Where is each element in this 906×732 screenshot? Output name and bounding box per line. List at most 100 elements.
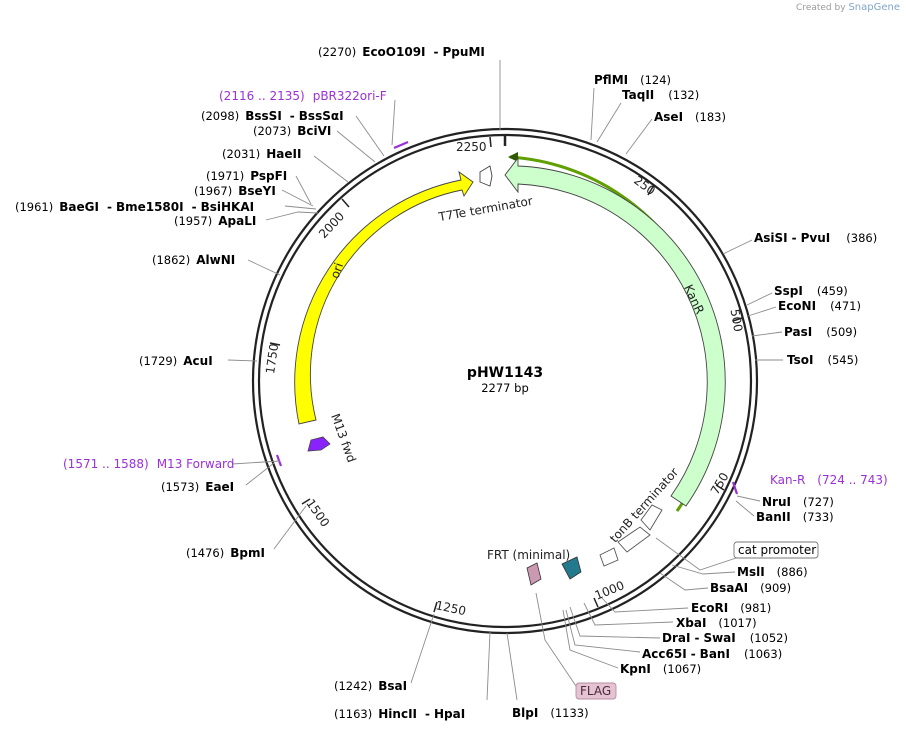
site-label-eaei: (1573)EaeI: [161, 480, 234, 494]
leader-bsssi: [355, 115, 385, 157]
tick-mark-750: [715, 484, 725, 491]
site-label-apali: (1957)ApaLI: [174, 214, 256, 228]
leader-baegi: [284, 205, 317, 210]
plasmid-name: pHW1143: [467, 365, 543, 381]
leader-bpmi: [273, 505, 307, 550]
site-label-pasi: PasI(509): [784, 325, 857, 339]
leader-drai: [569, 606, 661, 639]
frt-label: FRT (minimal): [487, 548, 570, 562]
site-label-bsssi: (2098)BssSI-BssSαI: [201, 109, 344, 123]
leader-bsai: [410, 613, 435, 684]
site-label-hincii: (1163)HincII-HpaI: [334, 707, 465, 721]
site-label-sspi: SspI(459): [774, 284, 848, 298]
tick-1250: 1250: [434, 598, 467, 618]
tick-2250: 2250: [456, 140, 487, 154]
t7te-terminator-label: T7Te terminator: [437, 194, 534, 225]
m13-fwd-feature[interactable]: [307, 436, 331, 452]
leader-banii: [735, 500, 755, 517]
leader-taqii: [596, 102, 622, 143]
leader-pspfi: [295, 175, 312, 205]
leader-alwni: [247, 259, 281, 276]
site-label-pspfi: (1971)PspFI: [206, 169, 287, 183]
leader-blpi: [506, 632, 518, 701]
flag-box: [575, 682, 617, 700]
site-labels: (2270)EcoO109I-PpuMI PflMI(124) TaqII(13…: [15, 45, 888, 721]
leader-ecori: [601, 597, 689, 613]
site-label-kpni: KpnI(1067): [620, 662, 701, 676]
tick-marks: [269, 136, 743, 613]
leader-eaei: [245, 462, 275, 486]
leader-acui: [227, 359, 258, 362]
site-label-bcivi: (2073)BciVI: [253, 124, 331, 138]
cat-promoter-label: cat promoter: [738, 543, 816, 557]
m13-fwd-label: M13 fwd: [328, 412, 359, 465]
snapgene-credit: Created by SnapGene: [796, 2, 900, 13]
leader-msli: [671, 564, 736, 575]
leader-asei: [625, 118, 653, 155]
site-label-baegi: (1961)BaeGI-Bme1580I-BsiHKAI: [15, 200, 254, 214]
ori-feature[interactable]: [294, 170, 474, 425]
site-label-pflmi: PflMI(124): [594, 73, 671, 87]
tick-mark-1500: [301, 498, 311, 505]
site-label-nrui: NruI(727): [762, 495, 834, 509]
leader-bcivi: [336, 130, 376, 163]
site-label-taqii: TaqII(132): [622, 88, 699, 102]
backbone-outer-strand: [251, 127, 759, 635]
tick-mark-250: [647, 184, 655, 196]
flag-feature[interactable]: [526, 562, 542, 586]
leader-haeii: [313, 155, 349, 183]
site-label-msli: MslI(886): [737, 565, 808, 579]
tick-mark-1000: [593, 597, 599, 608]
leader-acc65i: [565, 609, 641, 653]
site-label-haeii: (2031)HaeII: [222, 147, 301, 161]
leader-bseyi: [281, 189, 314, 207]
site-label-xbai: XbaI(1017): [676, 616, 757, 630]
tick-mark-2250: [489, 136, 492, 148]
leader-xbai: [583, 602, 674, 626]
leader-apali: [265, 211, 319, 221]
site-label-banii: BanII(733): [756, 510, 834, 524]
primer-label-m13-forward: (1571 .. 1588)M13 Forward: [63, 457, 234, 471]
leader-hincii: [486, 631, 491, 701]
site-label-asei: AseI(183): [654, 110, 726, 124]
leader-pflmi: [590, 87, 595, 141]
site-label-bsaai: BsaAI(909): [710, 581, 791, 595]
cat-promoter-arrow-2[interactable]: [599, 547, 619, 567]
tick-mark-1750: [269, 342, 281, 346]
leader-econi: [747, 306, 777, 317]
leader-flag: [535, 592, 577, 687]
plasmid-size: 2277 bp: [481, 381, 529, 395]
primer-label-pbr322ori-f: (2116 .. 2135)pBR322ori-F: [219, 89, 387, 103]
primer-label-kan-r: Kan-R(724 .. 743): [770, 473, 888, 487]
leader-m13-forward: [231, 460, 281, 465]
tick-mark-500: [732, 317, 743, 322]
site-label-alwni: (1862)AlwNI: [152, 253, 235, 267]
leader-nrui: [736, 495, 761, 502]
site-label-econi: EcoNI(471): [778, 299, 861, 313]
snapgene-logo: SnapGene: [848, 2, 900, 13]
tick-500: 500: [728, 308, 746, 333]
tick-labels: 250 500 750 1000 1250 1500 1750 2000 225…: [263, 140, 745, 618]
cat-promoter-arrow-1[interactable]: [617, 526, 651, 553]
frt-feature[interactable]: [561, 556, 582, 580]
site-label-bpmi: (1476)BpmI: [186, 546, 265, 560]
leader-pasi: [751, 331, 783, 337]
tick-mark-2000: [341, 198, 350, 208]
kanr-feature[interactable]: [504, 156, 726, 507]
site-label-ecori: EcoRI(981): [691, 601, 771, 615]
leader-bsaai: [659, 572, 709, 591]
site-label-acc65i: Acc65I-BanI(1063): [642, 647, 782, 661]
leader-kpni: [562, 609, 619, 669]
t7te-terminator-feature[interactable]: [479, 165, 493, 187]
leader-lines: [227, 60, 783, 701]
site-label-drai: DraI-SwaI(1052): [662, 631, 788, 645]
flag-label: FLAG: [580, 684, 611, 698]
tick-1500: 1500: [303, 497, 332, 530]
site-label-blpi: BlpI(1133): [512, 706, 589, 720]
pbr322ori-f-primer-mark: [393, 140, 409, 150]
leader-pbr322ori-f: [391, 99, 396, 146]
tonb-terminator-arrow[interactable]: [640, 504, 663, 531]
kan-r-primer-mark: [731, 481, 739, 495]
ori-label: ori: [328, 261, 346, 280]
